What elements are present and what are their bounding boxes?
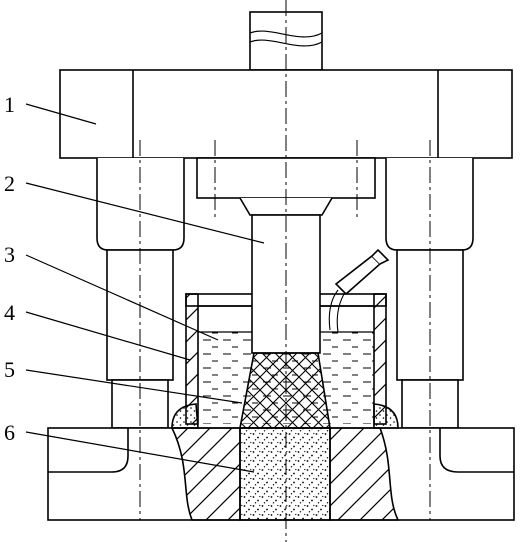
label-part-4: 4 (4, 300, 15, 325)
label-part-2: 2 (4, 171, 15, 196)
powder-compact (239, 427, 331, 521)
label-part-1: 1 (4, 92, 15, 117)
centerlines (139, 0, 431, 542)
die-block (170, 427, 400, 521)
nozzle (328, 248, 390, 333)
label-part-3: 3 (4, 242, 15, 267)
workpiece-blank (239, 352, 331, 429)
label-part-5: 5 (4, 357, 15, 382)
label-part-6: 6 (4, 420, 15, 445)
leader-lines (25, 103, 265, 473)
seal-rings (171, 403, 399, 429)
